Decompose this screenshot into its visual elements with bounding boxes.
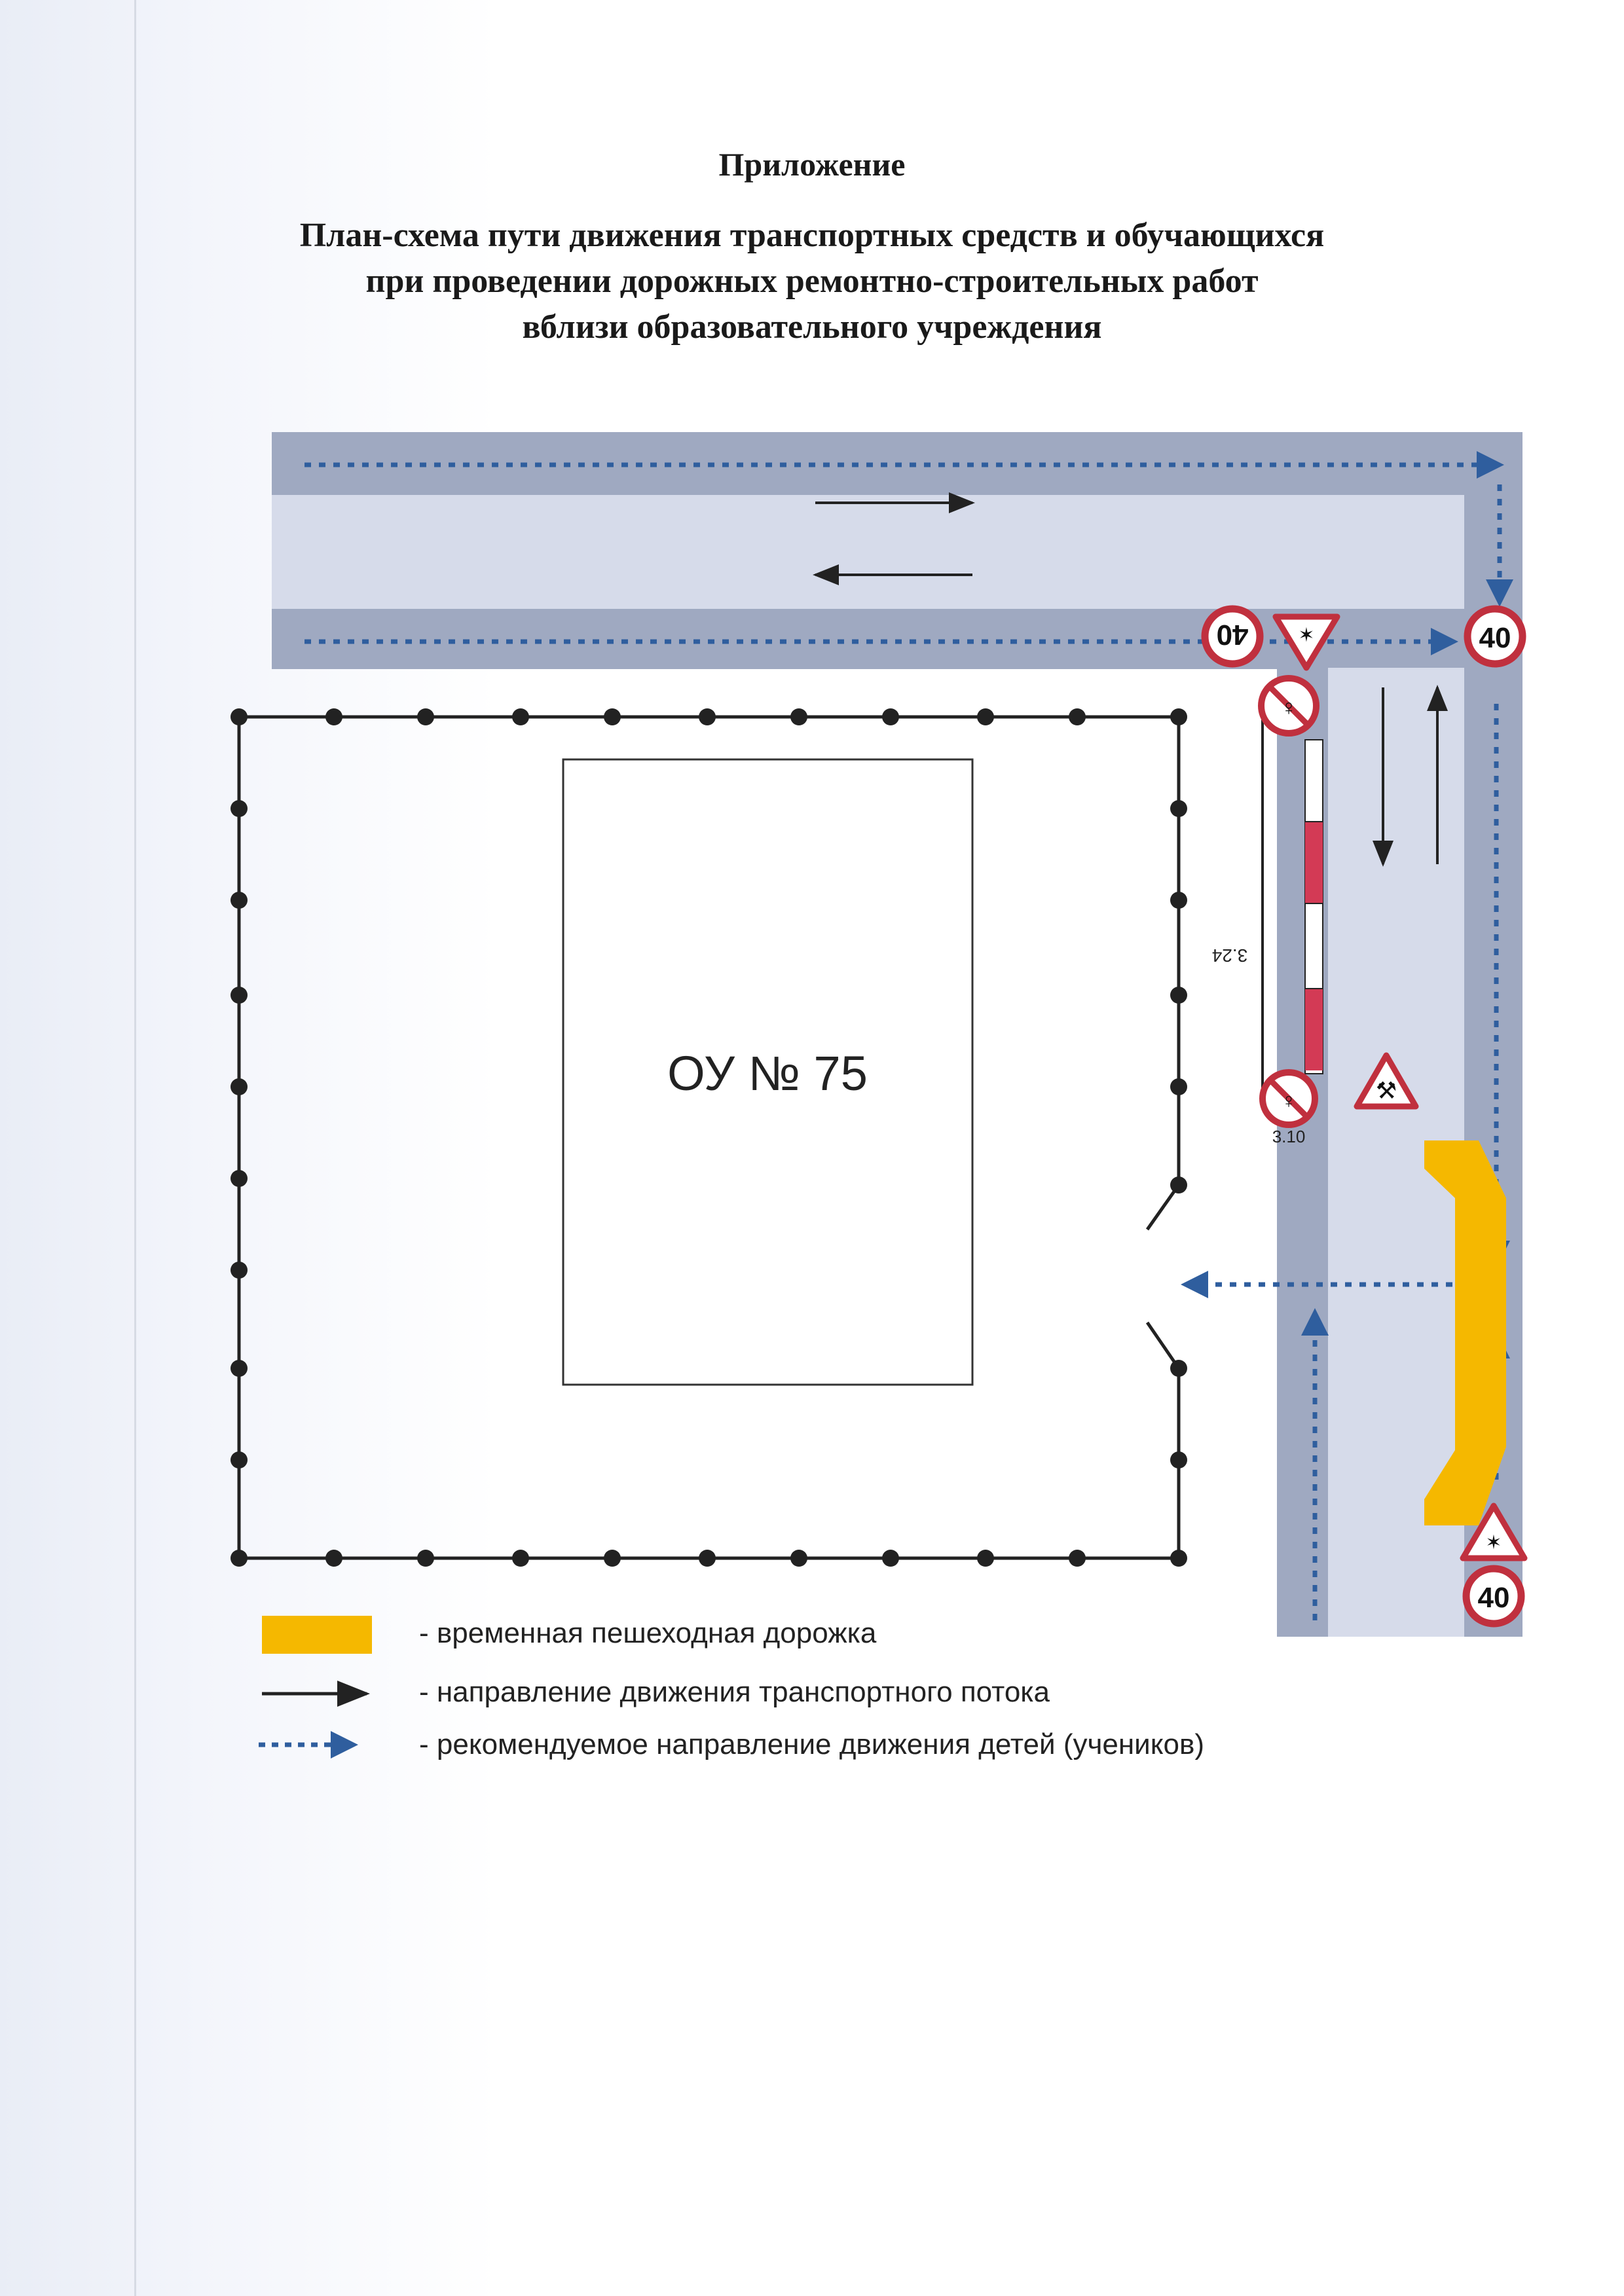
fence-post — [325, 1550, 342, 1567]
fence-label: 3.24 — [1212, 945, 1248, 966]
legend-item-pedestrian-path: - временная пешеходная дорожка — [419, 1617, 877, 1649]
subtitle-line-2: при проведении дорожных ремонтно-строите… — [365, 263, 1259, 300]
fence-post — [512, 708, 529, 725]
fence-post — [604, 708, 621, 725]
fence-post — [231, 987, 248, 1004]
fence-post — [231, 708, 248, 725]
fence-post — [325, 708, 342, 725]
fence-post — [1170, 987, 1187, 1004]
fence-post — [231, 1170, 248, 1187]
page-title: Приложение — [718, 146, 906, 183]
fence-post — [790, 708, 807, 725]
svg-text:♀: ♀ — [1281, 1089, 1297, 1112]
subtitle-line-3: вблизи образовательного учреждения — [522, 308, 1102, 346]
fence-post — [512, 1550, 529, 1567]
subtitle-line-1: План-схема пути движения транспортных ср… — [299, 217, 1325, 254]
speed-limit-sign-top-left: 40 — [1201, 605, 1264, 668]
speed-limit-sign-top-right: 40 — [1464, 605, 1526, 668]
fence-post — [882, 1550, 899, 1567]
fence-post — [231, 1360, 248, 1377]
fence-post — [231, 800, 248, 817]
svg-text:⚒: ⚒ — [1376, 1077, 1397, 1104]
svg-text:♀: ♀ — [1280, 695, 1297, 720]
svg-text:40: 40 — [1479, 622, 1511, 654]
fence-post — [417, 708, 434, 725]
legend-item-kids-route: - рекомендуемое направление движения дет… — [419, 1728, 1204, 1760]
fence-post — [1170, 892, 1187, 909]
sign-code-label: 3.10 — [1272, 1127, 1306, 1146]
legend-item-traffic-flow: - направление движения транспортного пот… — [419, 1676, 1050, 1708]
fence-post — [604, 1550, 621, 1567]
fence-post — [231, 1451, 248, 1468]
fence-post — [790, 1550, 807, 1567]
fence-post — [1170, 708, 1187, 725]
road-works-sign: ⚒ — [1354, 1052, 1419, 1110]
fence-post — [699, 1550, 716, 1567]
fence-post — [231, 1550, 248, 1567]
work-zone-barrier — [1304, 739, 1323, 1074]
scan-fold-line — [134, 0, 136, 2296]
school-building — [562, 758, 974, 1386]
svg-text:40: 40 — [1217, 619, 1249, 651]
fence-post — [699, 708, 716, 725]
fence-post — [977, 1550, 994, 1567]
svg-text:✶: ✶ — [1298, 625, 1314, 646]
fence-post — [882, 708, 899, 725]
fence-post — [1170, 1550, 1187, 1567]
fence-post — [1069, 1550, 1086, 1567]
temporary-pedestrian-path — [1424, 1140, 1506, 1525]
fence-post — [417, 1550, 434, 1567]
fence-post — [1170, 1360, 1187, 1377]
children-warning-sign-top: ✶ — [1272, 613, 1340, 671]
fence-post — [1069, 708, 1086, 725]
speed-limit-sign-bottom: 40 — [1462, 1565, 1525, 1628]
children-warning-sign-bottom: ✶ — [1460, 1503, 1528, 1561]
top-road — [272, 432, 1522, 669]
svg-text:✶: ✶ — [1485, 1532, 1502, 1554]
no-pedestrians-sign-bottom: ♀ — [1259, 1069, 1318, 1128]
svg-text:40: 40 — [1478, 1582, 1510, 1614]
no-pedestrians-sign-top: ♀ — [1258, 675, 1320, 737]
fence-posts — [231, 708, 1187, 1567]
fence-post — [1170, 1078, 1187, 1095]
fence-post — [231, 1078, 248, 1095]
legend-symbol-pedestrian-path — [262, 1616, 372, 1654]
school-fence — [237, 715, 1181, 1560]
fence-post — [231, 1262, 248, 1279]
fence-post — [231, 892, 248, 909]
fence-post — [1170, 1451, 1187, 1468]
fence-post — [1170, 800, 1187, 817]
fence-post — [977, 708, 994, 725]
fence-post — [1170, 1176, 1187, 1194]
scan-shadow — [0, 0, 498, 2296]
school-label: ОУ № 75 — [667, 1046, 868, 1101]
